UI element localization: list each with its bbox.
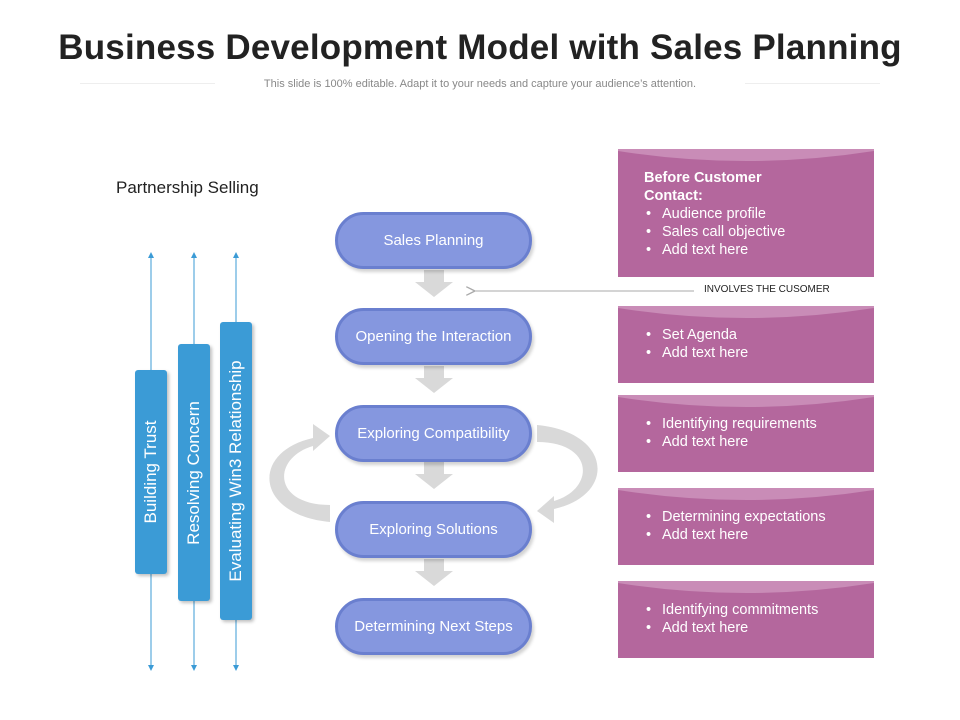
subtitle-divider-left [80,83,215,84]
panel-commitments: Identifying commitments Add text here [618,581,874,658]
page-subtitle: This slide is 100% editable. Adapt it to… [263,78,697,90]
panel-list: Audience profile Sales call objective Ad… [644,205,804,259]
panel-heading: Before Customer Contact: [644,170,762,204]
panel-wave [618,488,874,500]
list-item: Determining expectations [644,508,826,526]
step-exploring-compatibility: Exploring Compatibility [335,405,532,462]
bar-evaluating-win3: Evaluating Win3 Relationship [220,322,252,620]
down-arrow-icon [415,270,453,297]
list-item: Identifying commitments [644,601,818,619]
right-cycle-arrow [537,425,598,523]
involves-customer-label: INVOLVES THE CUSOMER [704,284,830,295]
left-cycle-arrow [269,424,330,522]
panel-wave [618,306,874,318]
panel-list: Determining expectations Add text here [644,508,826,544]
step-sales-planning: Sales Planning [335,212,532,269]
bar-resolving-concern: Resolving Concern [178,344,210,601]
list-item: Identifying requirements [644,415,817,433]
panel-wave [618,581,874,593]
panel-before-contact: Before Customer Contact: Audience profil… [618,149,874,277]
down-arrow-icon [415,462,453,489]
panel-agenda: Set Agenda Add text here [618,306,874,383]
step-determining-next-steps: Determining Next Steps [335,598,532,655]
panel-requirements: Identifying requirements Add text here [618,395,874,472]
page-title: Business Development Model with Sales Pl… [58,28,902,67]
list-item: Add text here [644,619,818,637]
down-arrow-icon [415,366,453,393]
panel-list: Identifying commitments Add text here [644,601,818,637]
step-opening-interaction: Opening the Interaction [335,308,532,365]
panel-list: Set Agenda Add text here [644,326,748,362]
down-arrow-icon [415,559,453,586]
list-item: Set Agenda [644,326,748,344]
list-item: Add text here [644,344,748,362]
bar-label: Building Trust [141,420,160,524]
list-item: Sales call objective [644,223,804,241]
list-item: Add text here [644,241,804,259]
panel-list: Identifying requirements Add text here [644,415,817,451]
panel-expectations: Determining expectations Add text here [618,488,874,565]
panel-wave [618,395,874,407]
list-item: Add text here [644,433,817,451]
list-item: Add text here [644,526,826,544]
bar-label: Resolving Concern [184,400,203,545]
subtitle-divider-right [745,83,880,84]
list-item: Audience profile [644,205,804,223]
partnership-selling-label: Partnership Selling [116,178,259,197]
bar-label: Evaluating Win3 Relationship [226,360,245,582]
bar-building-trust: Building Trust [135,370,167,574]
step-exploring-solutions: Exploring Solutions [335,501,532,558]
panel-wave [618,149,874,161]
